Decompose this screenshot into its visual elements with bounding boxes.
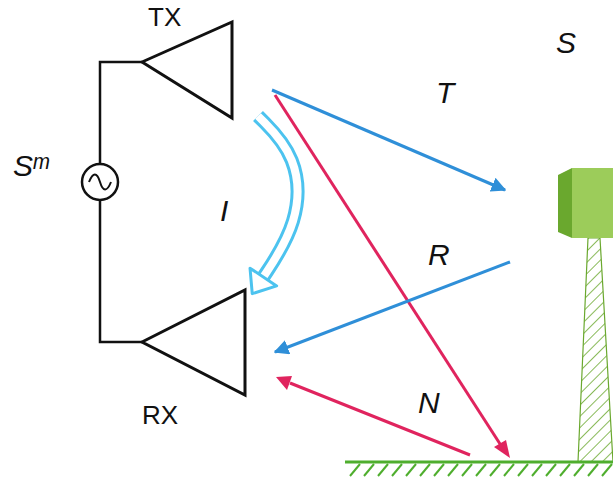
wire: [100, 62, 142, 163]
ground: [345, 462, 613, 476]
reflected-ray: [275, 262, 510, 352]
signal-source-outline: [81, 163, 119, 201]
transmit-ray: [272, 90, 505, 190]
leakage-arrow: [250, 116, 297, 294]
tower: [578, 238, 613, 462]
edge-label: I: [220, 196, 228, 226]
node-label: RX: [142, 402, 178, 428]
transmit-antenna-outline: [142, 22, 232, 118]
edge-label: R: [428, 240, 450, 270]
receive-antenna-outline: [142, 290, 245, 395]
edge-label: T: [436, 78, 454, 108]
node-label: TX: [148, 4, 181, 30]
ray-label: N: [418, 388, 440, 418]
node-label: Sᵐ: [13, 151, 48, 181]
signal-source: Sᵐ: [81, 163, 119, 201]
multipath-ray: [275, 95, 510, 458]
wire: [100, 201, 142, 342]
receive-antenna: RX: [142, 290, 245, 395]
node-label: S: [556, 28, 576, 58]
target: S: [512, 22, 613, 245]
transmit-antenna: TX: [142, 22, 232, 118]
